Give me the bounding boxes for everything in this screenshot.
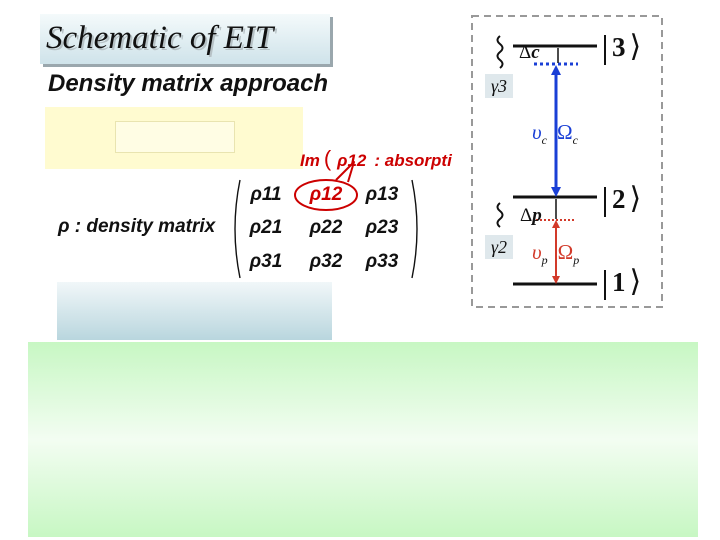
ket-1: 1⟩ <box>604 264 641 300</box>
open-paren: ( <box>323 146 332 171</box>
green-panel <box>28 342 698 537</box>
upper-decay-wave <box>496 35 504 69</box>
ket-3: 3⟩ <box>604 29 641 65</box>
upper-decay-rate: γ3 <box>485 74 513 98</box>
matrix-cell-21: ρ21 <box>249 217 283 238</box>
slide-subtitle: Density matrix approach <box>48 70 329 97</box>
lower-decay-wave <box>496 202 504 228</box>
lower-decay-rate: γ2 <box>485 235 513 259</box>
matrix-cell-13: ρ13 <box>365 184 399 205</box>
coupling-detuning-label: Δc <box>519 42 540 63</box>
highlight-button[interactable] <box>115 121 235 153</box>
matrix-cell-33: ρ33 <box>365 251 399 272</box>
absorption-text: : absorpti <box>374 151 452 170</box>
absorption-label: Im( ρ12 : absorpti <box>300 146 477 172</box>
matrix-cell-23: ρ23 <box>365 217 399 238</box>
matrix-cell-12: ρ12 <box>309 184 343 205</box>
matrix-cell-31: ρ31 <box>249 251 283 272</box>
im-text: Im <box>300 151 320 170</box>
matrix-cell-11: ρ11 <box>250 184 282 205</box>
slide-title: Schematic of EIT <box>46 20 274 56</box>
matrix-brackets <box>234 161 418 279</box>
blue-panel <box>57 282 332 340</box>
matrix-cell-22: ρ22 <box>309 217 343 238</box>
probe-detuning-label: Δp <box>520 205 542 226</box>
density-matrix-label: ρ : density matrix <box>58 216 216 237</box>
absorption-rho: ρ12 <box>337 151 367 170</box>
title-box <box>40 14 330 64</box>
ket-2: 2⟩ <box>604 181 641 217</box>
matrix-cell-32: ρ32 <box>309 251 343 272</box>
diagram-frame <box>471 15 663 308</box>
